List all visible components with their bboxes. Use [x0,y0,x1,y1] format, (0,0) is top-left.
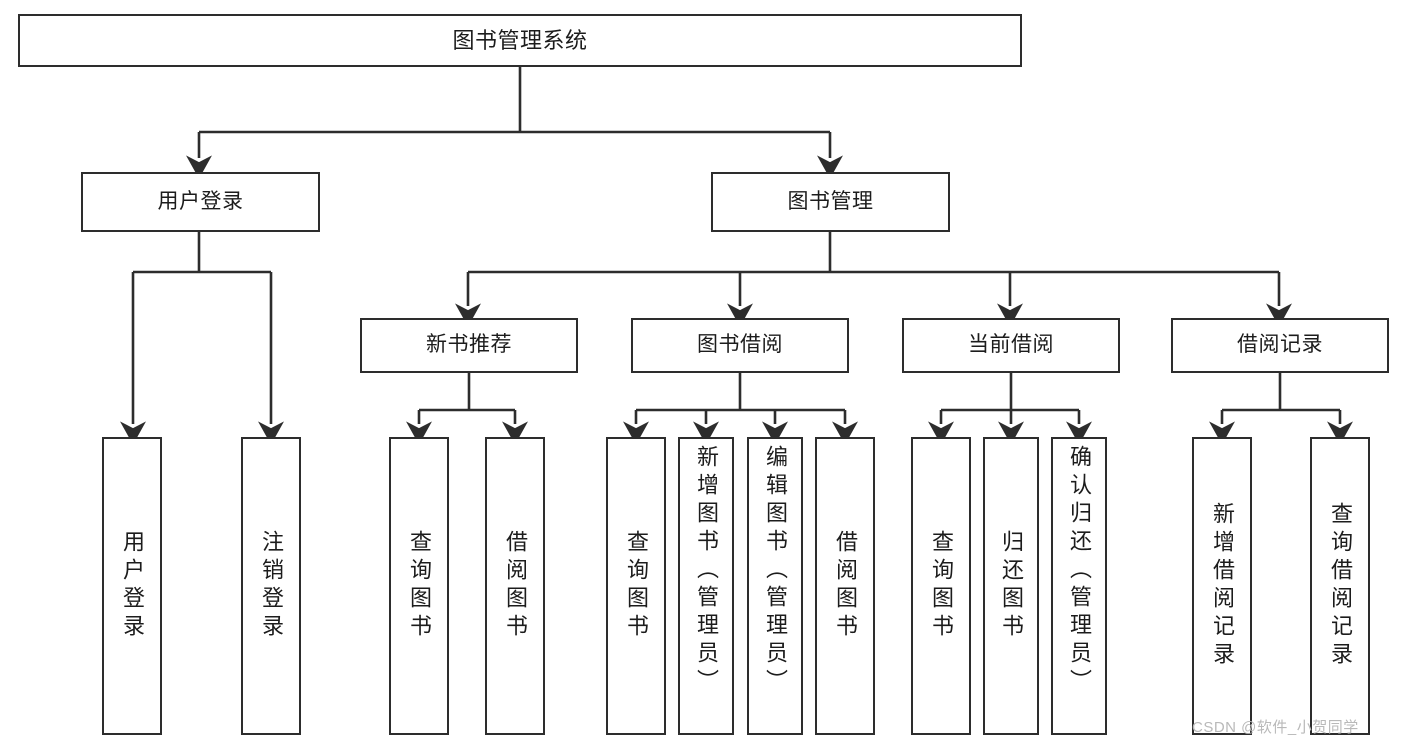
leaf-edit-book-admin[interactable]: 编辑图书（管理员） [747,437,803,735]
node-label: 图书管理系统 [452,27,588,53]
node-label: 新书推荐 [426,333,512,357]
node-book-borrow[interactable]: 图书借阅 [631,318,849,373]
node-borrow-record[interactable]: 借阅记录 [1171,318,1389,373]
node-label: 确认归还（管理员） [1067,445,1092,697]
node-new-book-recommend[interactable]: 新书推荐 [360,318,578,373]
node-label: 编辑图书（管理员） [763,445,788,697]
leaf-add-borrow-record[interactable]: 新增借阅记录 [1192,437,1252,735]
node-root-system[interactable]: 图书管理系统 [18,14,1022,67]
node-label: 借阅图书 [503,530,528,642]
node-label: 用户登录 [157,189,244,213]
node-label: 新增借阅记录 [1210,502,1235,670]
leaf-query-book-borrow[interactable]: 查询图书 [606,437,666,735]
node-label: 查询图书 [624,530,649,642]
node-label: 图书借阅 [697,333,783,357]
leaf-query-book-current[interactable]: 查询图书 [911,437,971,735]
node-label: 借阅记录 [1237,333,1323,357]
node-label: 用户登录 [120,530,145,642]
csdn-watermark: CSDN @软件_小贺同学 [1192,719,1359,736]
node-current-borrow[interactable]: 当前借阅 [902,318,1120,373]
node-label: 注销登录 [259,530,284,642]
leaf-query-borrow-record[interactable]: 查询借阅记录 [1310,437,1370,735]
node-label: 归还图书 [999,530,1024,642]
node-book-management[interactable]: 图书管理 [711,172,950,232]
node-label: 图书管理 [787,189,874,213]
leaf-logout[interactable]: 注销登录 [241,437,301,735]
leaf-return-book[interactable]: 归还图书 [983,437,1039,735]
node-label: 查询图书 [929,530,954,642]
leaf-borrow-book-recommend[interactable]: 借阅图书 [485,437,545,735]
leaf-user-login[interactable]: 用户登录 [102,437,162,735]
node-user-login[interactable]: 用户登录 [81,172,320,232]
leaf-query-book-recommend[interactable]: 查询图书 [389,437,449,735]
node-label: 新增图书（管理员） [694,445,719,697]
node-label: 查询图书 [407,530,432,642]
node-label: 借阅图书 [833,530,858,642]
node-label: 查询借阅记录 [1328,502,1353,670]
node-label: 当前借阅 [968,333,1054,357]
leaf-borrow-book[interactable]: 借阅图书 [815,437,875,735]
leaf-add-book-admin[interactable]: 新增图书（管理员） [678,437,734,735]
leaf-confirm-return-admin[interactable]: 确认归还（管理员） [1051,437,1107,735]
